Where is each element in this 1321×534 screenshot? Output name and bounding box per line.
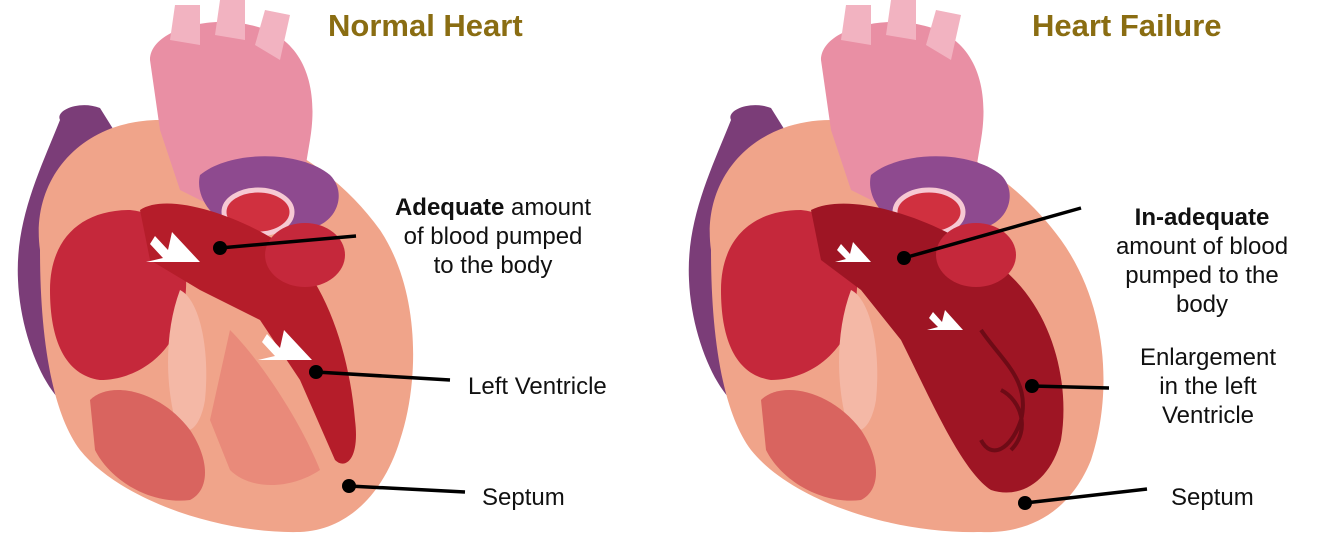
normal-heart-panel: Normal Heart Adequate amount of blood pu… [0,0,660,534]
callout-line-enlargement [1032,386,1109,388]
callout-word: amount [511,194,591,221]
panel-title: Normal Heart [328,8,523,44]
callout-dot-ventricle [309,365,323,379]
callout-bold-word: Adequate [395,194,504,221]
callout-bold-word: In-adequate [1135,204,1270,231]
callout-dot-enlargement [1025,379,1039,393]
callout-inadequate-blood: In-adequate amount of blood pumped to th… [1086,203,1318,319]
callout-dot-adequate [213,241,227,255]
enlargement-line-3: Ventricle [1123,401,1293,430]
callout-line-2: of blood pumped [368,222,618,251]
aorta-branch-1 [841,5,871,45]
left-atrium [936,223,1016,287]
label-septum: Septum [1171,483,1254,512]
label-left-ventricle: Left Ventricle [468,372,607,401]
callout-line-3: to the body [368,251,618,280]
aorta-branch-1 [170,5,200,45]
callout-dot-inadequate [897,251,911,265]
callout-enlargement: Enlargement in the left Ventricle [1123,343,1293,430]
left-atrium [265,223,345,287]
label-septum: Septum [482,483,565,512]
aorta-branch-2 [215,0,245,40]
heart-failure-panel: Heart Failure In-adequate amount of bloo… [661,0,1321,534]
callout-dot-septum [342,479,356,493]
enlargement-line-1: Enlargement [1123,343,1293,372]
enlargement-line-2: in the left [1123,372,1293,401]
callout-line-3: pumped to the [1086,261,1318,290]
callout-dot-septum [1018,496,1032,510]
callout-line-2: amount of blood [1086,232,1318,261]
panel-title: Heart Failure [1032,8,1222,44]
callout-line-4: body [1086,290,1318,319]
callout-adequate-blood: Adequate amount of blood pumped to the b… [368,193,618,280]
aorta-branch-2 [886,0,916,40]
